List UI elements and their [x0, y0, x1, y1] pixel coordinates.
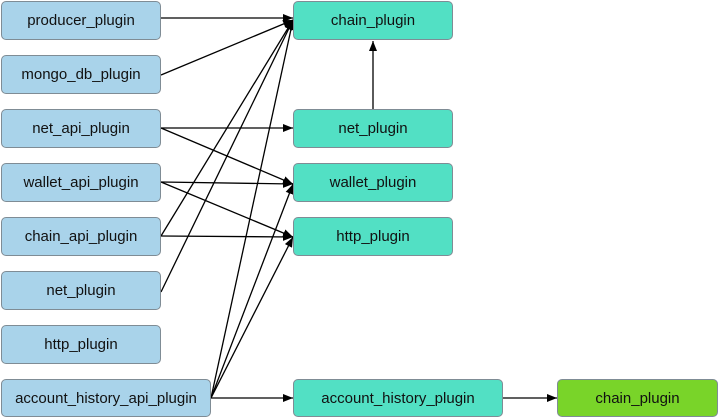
- edge-l3-to-r3: [160, 127, 294, 185]
- node-chain-plugin: chain_plugin: [293, 1, 453, 40]
- edge-l2-to-r1: [160, 19, 294, 76]
- node-producer-plugin: producer_plugin: [1, 1, 161, 40]
- edge-l8-to-r3: [210, 183, 294, 399]
- edge-l8-to-r1: [210, 19, 295, 399]
- node-http-plugin-left: http_plugin: [1, 325, 161, 364]
- node-account-history-api-plugin: account_history_api_plugin: [1, 379, 211, 417]
- edge-l5-to-r1: [160, 19, 294, 237]
- node-wallet-plugin: wallet_plugin: [293, 163, 453, 202]
- node-chain-plugin-final: chain_plugin: [557, 379, 718, 417]
- node-net-api-plugin: net_api_plugin: [1, 109, 161, 148]
- edge-l6-to-r1: [160, 19, 294, 293]
- node-account-history-plugin: account_history_plugin: [293, 379, 503, 417]
- edge-l4-to-r4: [160, 181, 294, 238]
- node-http-plugin: http_plugin: [293, 217, 453, 256]
- node-mongo-db-plugin: mongo_db_plugin: [1, 55, 161, 94]
- edge-l8-to-r4: [210, 236, 294, 399]
- node-wallet-api-plugin: wallet_api_plugin: [1, 163, 161, 202]
- node-net-plugin-left: net_plugin: [1, 271, 161, 310]
- node-net-plugin: net_plugin: [293, 109, 453, 148]
- node-chain-api-plugin: chain_api_plugin: [1, 217, 161, 256]
- edge-l4-to-r3: [160, 179, 294, 188]
- edge-l5-to-r4: [160, 232, 294, 241]
